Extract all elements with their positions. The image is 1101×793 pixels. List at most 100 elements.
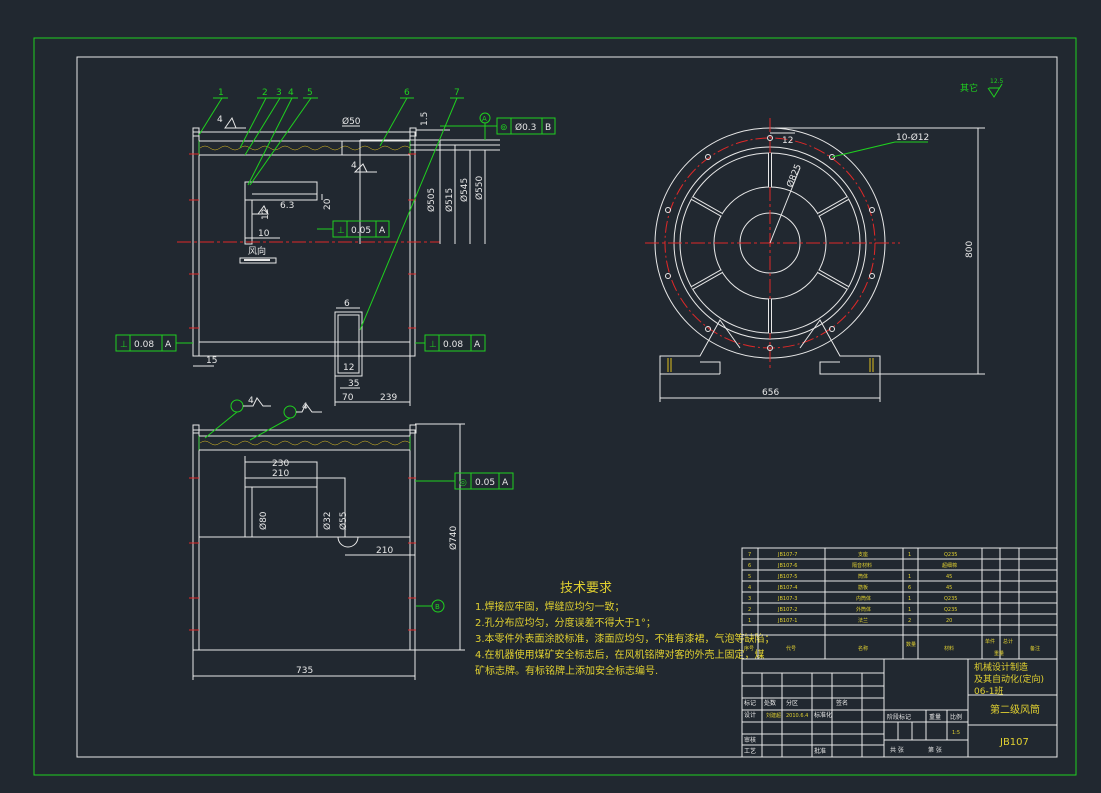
svg-text:B: B	[435, 603, 440, 611]
svg-text:1: 1	[908, 596, 911, 602]
svg-text:Q235: Q235	[944, 607, 957, 613]
svg-text:4: 4	[217, 115, 223, 125]
svg-text:3: 3	[276, 88, 282, 98]
tb-process: 工艺	[744, 747, 756, 755]
airflow-label: 风向	[248, 245, 266, 257]
svg-text:1: 1	[748, 618, 751, 624]
svg-text:序号: 序号	[744, 645, 754, 652]
tb-designer: 刘建超	[766, 712, 781, 719]
svg-text:JB107-4: JB107-4	[777, 585, 797, 591]
dim-d80: Ø80	[258, 511, 269, 530]
tb-check: 审核	[744, 736, 756, 744]
svg-text:JB107-2: JB107-2	[777, 607, 797, 613]
tb-standard: 标准化	[814, 711, 832, 719]
dim-d32: Ø32	[322, 511, 333, 530]
dim-d656: 656	[762, 388, 779, 398]
tech-title: 技术要求	[560, 581, 612, 596]
svg-text:0.08: 0.08	[134, 340, 154, 350]
svg-text:外筒体: 外筒体	[856, 606, 871, 613]
svg-text:总计: 总计	[1003, 638, 1013, 645]
svg-text:⊥: ⊥	[337, 226, 345, 236]
tb-sign: 签名	[836, 699, 848, 707]
svg-text:45: 45	[946, 585, 952, 591]
finish-value: 12.5	[990, 78, 1004, 85]
tolerance-frame-t5: ◎ 0.05 A	[415, 472, 514, 490]
svg-text:⊥: ⊥	[120, 340, 128, 350]
svg-text:45: 45	[946, 574, 952, 580]
svg-text:JB107-6: JB107-6	[777, 563, 797, 569]
svg-text:6: 6	[344, 299, 350, 309]
tech-item-1: 1.焊接应牢固，焊缝应均匀一致；	[475, 600, 625, 613]
svg-text:B: B	[545, 123, 551, 133]
part-balloons: 1 2 3 4 5 6 7	[198, 88, 464, 331]
tech-item-2: 2.孔分布应均匀，分度误差不得大于1°；	[475, 616, 656, 629]
svg-text:法兰: 法兰	[858, 617, 868, 624]
svg-text:2: 2	[908, 618, 911, 624]
svg-text:超细棉: 超细棉	[942, 562, 957, 569]
svg-text:A: A	[502, 478, 509, 488]
svg-text:⊥: ⊥	[429, 340, 437, 350]
svg-text:备注: 备注	[1030, 645, 1040, 652]
svg-text:隔音材料: 隔音材料	[852, 562, 872, 569]
svg-text:3: 3	[748, 596, 751, 602]
tb-scale: 1:5	[952, 730, 960, 736]
dim-d505: Ø505	[426, 188, 437, 212]
svg-text:4: 4	[748, 585, 751, 591]
tolerance-frame-t3: ⊥ 0.08 A	[115, 334, 193, 352]
svg-text:JB107-3: JB107-3	[777, 596, 797, 602]
dim-d55: Ø55	[338, 511, 349, 530]
svg-text:4: 4	[351, 161, 357, 171]
tech-item-5: 矿标志牌。有标铭牌上添加安全标志编号.	[475, 664, 658, 677]
svg-text:0.05: 0.05	[475, 478, 495, 488]
outer-frame	[33, 37, 1077, 776]
svg-text:A: A	[482, 115, 487, 123]
tb-sheet: 第 张	[928, 746, 942, 754]
svg-text:A: A	[474, 340, 481, 350]
dim-d12-end: 12	[782, 136, 793, 146]
finish-label: 其它	[960, 82, 978, 94]
bom-header: 序号 代号 名称 数量 材料 单件 总计 重量 备注	[744, 638, 1040, 657]
section-view-bottom: Ø740 735 230 210 Ø80 Ø32 Ø55 210 4 4 B	[189, 396, 465, 680]
svg-text:2: 2	[262, 88, 268, 98]
svg-text:Ø0.3: Ø0.3	[515, 122, 536, 133]
svg-text:4: 4	[248, 396, 254, 406]
svg-text:20: 20	[946, 618, 952, 624]
svg-text:代号: 代号	[786, 645, 796, 652]
svg-text:筒体: 筒体	[858, 573, 868, 580]
svg-text:⊚: ⊚	[500, 123, 508, 133]
dim-d825: Ø825	[785, 163, 804, 190]
dim-d239: 239	[380, 393, 397, 403]
tb-approve: 批准	[814, 747, 826, 755]
tb-sheets-total: 共 张	[890, 746, 904, 754]
svg-text:2: 2	[748, 607, 751, 613]
dim-d515: Ø515	[444, 188, 455, 212]
svg-text:JB107-7: JB107-7	[777, 552, 797, 558]
tb-ratio: 比例	[950, 713, 962, 721]
dim-d210b: 210	[376, 546, 393, 556]
dim-d545: Ø545	[459, 178, 470, 202]
dim-d550: Ø550	[474, 175, 485, 200]
svg-text:筋板: 筋板	[858, 584, 868, 591]
tb-zone: 分区	[786, 699, 798, 707]
svg-text:5: 5	[307, 88, 313, 98]
title-block: 标记 处数 分区 签名 设计 刘建超 2010.6.4 标准化 审核 工艺 批准…	[741, 658, 1058, 758]
dim-d70: 70	[342, 393, 354, 403]
svg-text:◎: ◎	[459, 478, 467, 488]
tb-drawing-no: JB107	[999, 737, 1029, 748]
svg-text:支座: 支座	[858, 551, 868, 558]
svg-text:A: A	[379, 226, 386, 236]
tolerance-frame-t2: ⊥ 0.05 A	[317, 220, 390, 238]
tolerance-frame-t4: ⊥ 0.08 A	[415, 334, 486, 352]
svg-text:1: 1	[908, 574, 911, 580]
svg-text:名称: 名称	[858, 645, 868, 652]
tolerance-frame-t1: A ⊚ Ø0.3 B	[440, 112, 556, 140]
svg-text:1: 1	[218, 88, 224, 98]
tb-marks: 标记	[744, 699, 756, 707]
end-view: 656 800 12 Ø825 10-Ø12	[645, 118, 985, 402]
